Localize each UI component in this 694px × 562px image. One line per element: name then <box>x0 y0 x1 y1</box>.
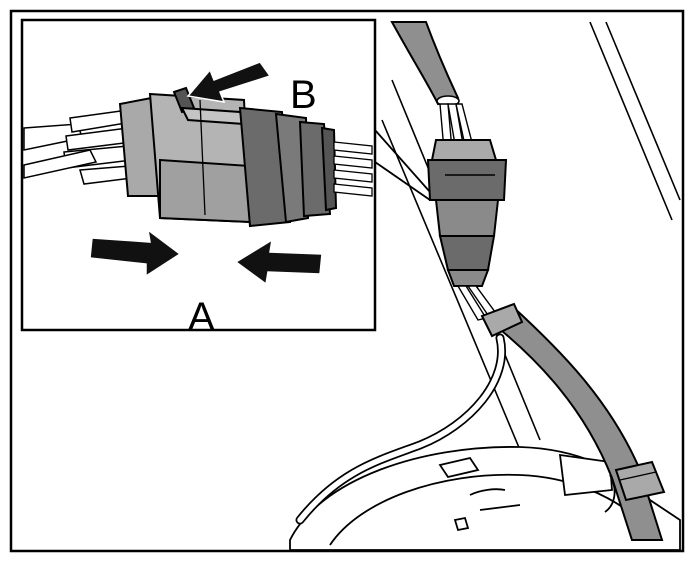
label-a: A <box>188 295 215 339</box>
scene-connector <box>426 139 508 287</box>
label-b: B <box>290 73 317 117</box>
lower-housing <box>289 446 681 551</box>
inset-connector-light-half <box>118 86 252 224</box>
press-down-left-arrow-icon <box>186 61 272 103</box>
inset-left-wires <box>23 109 133 185</box>
detail-inset: B A <box>20 18 377 339</box>
inset-right-wires <box>333 141 373 197</box>
lower-harness-sleeve <box>484 304 664 541</box>
push-right-arrow-icon <box>89 228 182 278</box>
inset-connector-dark-half <box>238 106 338 228</box>
callout-leader <box>374 129 431 201</box>
vehicle-scene <box>289 21 681 551</box>
push-left-arrow-icon <box>234 238 323 286</box>
